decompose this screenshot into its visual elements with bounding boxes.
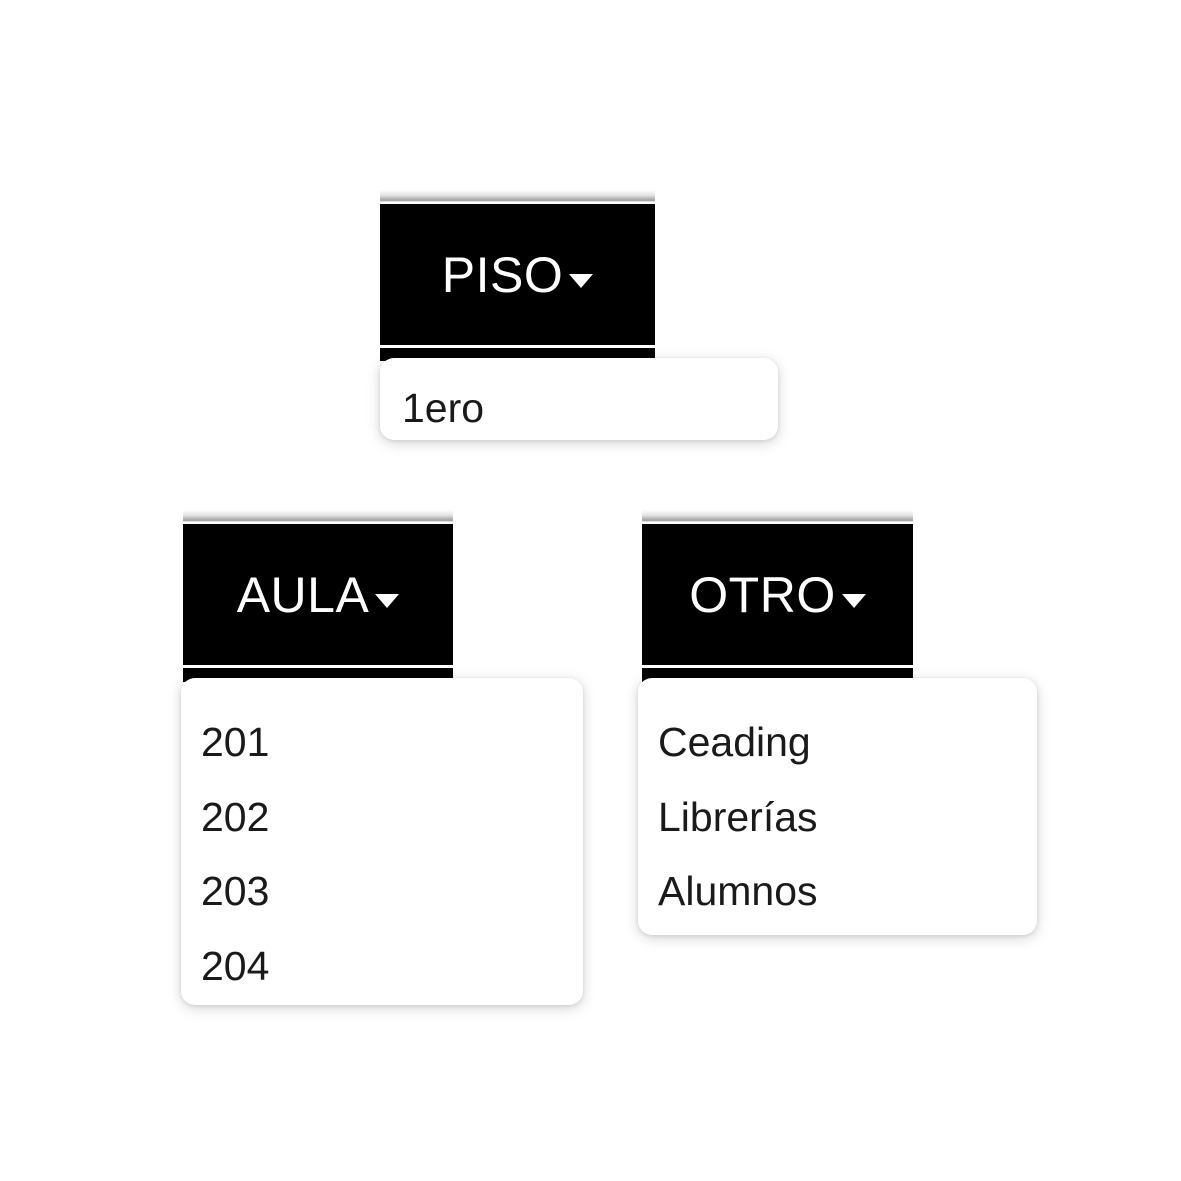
chevron-down-icon <box>841 593 866 608</box>
dropdown-label-otro: OTRO <box>689 566 836 623</box>
dropdown-lip-aula <box>183 665 453 682</box>
dropdown-panel-otro: Ceading Librerías Alumnos <box>638 678 1037 935</box>
dropdown-panel-aula: 201 202 203 204 <box>181 678 583 1005</box>
dropdown-toggle-otro[interactable]: OTRO <box>642 510 913 667</box>
dropdown-option[interactable]: 203 <box>201 868 270 914</box>
dropdown-option[interactable]: Alumnos <box>658 868 818 914</box>
chevron-down-icon <box>375 593 400 608</box>
dropdown-toggle-piso[interactable]: PISO <box>380 190 655 347</box>
dropdown-label-piso: PISO <box>441 246 564 303</box>
dropdown-option[interactable]: Librerías <box>658 794 818 840</box>
dropdown-panel-piso: 1ero <box>380 358 778 440</box>
dropdown-label-aula: AULA <box>236 566 370 623</box>
dropdown-option[interactable]: 201 <box>201 719 270 765</box>
dropdown-toggle-aula[interactable]: AULA <box>183 510 453 667</box>
dropdown-option[interactable]: Ceading <box>658 719 811 765</box>
chevron-down-icon <box>569 273 594 288</box>
dropdown-lip-otro <box>642 665 913 682</box>
dropdown-lip-piso <box>380 345 655 361</box>
dropdown-option[interactable]: 204 <box>201 943 270 989</box>
dropdown-option[interactable]: 1ero <box>402 385 485 431</box>
dropdown-option[interactable]: 202 <box>201 794 270 840</box>
